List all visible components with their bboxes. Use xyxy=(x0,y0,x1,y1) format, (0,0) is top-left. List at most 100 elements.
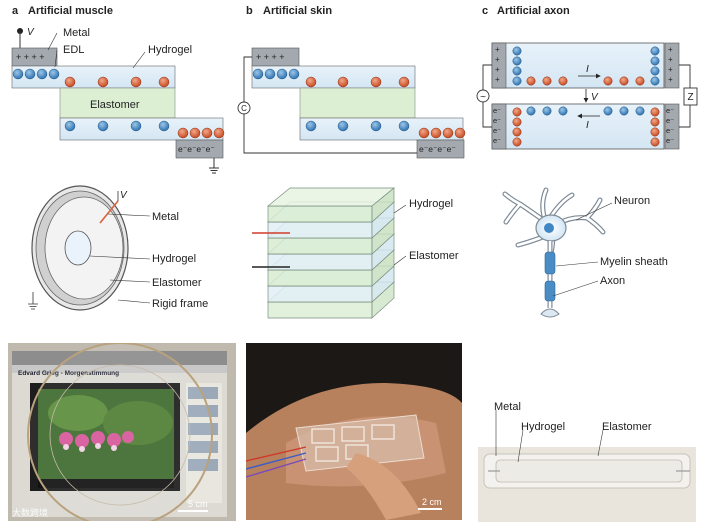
axon-terminal xyxy=(540,308,560,318)
muscle-top-cations xyxy=(64,76,170,88)
muscle-bottom-metal xyxy=(175,139,224,159)
photo-hydrogel-label: Hydrogel xyxy=(521,421,565,433)
muscle-edl-label: EDL xyxy=(63,44,84,56)
svg-text:e⁻: e⁻ xyxy=(666,116,674,125)
photo-metal-label: Metal xyxy=(494,401,521,413)
skin-top-cations xyxy=(305,76,410,88)
screen-video-title: Edvard Grieg - Morgenstimmung xyxy=(18,370,119,377)
skin-elastomer xyxy=(299,87,416,119)
muscle-bottom-anions xyxy=(64,120,170,132)
axon-current-top-label: I xyxy=(586,64,589,75)
ring-metal-wire xyxy=(99,200,119,224)
svg-text:+: + xyxy=(495,55,500,64)
edl-leader xyxy=(54,49,58,68)
svg-text:+: + xyxy=(668,75,673,84)
stack-layer-5 xyxy=(267,301,373,319)
axon-leader xyxy=(552,280,599,297)
ring-hydrogel-label: Hydrogel xyxy=(152,253,196,265)
axon-impedance xyxy=(683,87,698,106)
photo-elastomer-leader xyxy=(597,429,604,457)
muscle-top-hydrogel xyxy=(11,65,176,89)
neuron-label: Neuron xyxy=(614,195,650,207)
muscle-hydrogel-label: Hydrogel xyxy=(148,44,192,56)
axon-photo: Metal Hydrogel Elastomer xyxy=(478,390,696,522)
svg-text:e⁻: e⁻ xyxy=(493,136,501,145)
ring-metal-label: Metal xyxy=(152,211,179,223)
ring-frame-leader xyxy=(117,299,151,304)
muscle-edl-cations xyxy=(177,127,225,139)
skin-bottom-anions xyxy=(305,120,410,132)
stack-hydrogel-leader xyxy=(393,204,407,214)
panel-b-heading: Artificial skin xyxy=(263,5,332,17)
skin-photo: 2 cm xyxy=(246,343,462,520)
ring-hydrogel xyxy=(64,230,92,266)
svg-text:e⁻: e⁻ xyxy=(493,126,501,135)
axon-impedance-label: Z xyxy=(687,92,693,103)
axon-label: Axon xyxy=(600,275,625,287)
svg-text:e⁻: e⁻ xyxy=(666,136,674,145)
muscle-edl-anions xyxy=(12,68,60,80)
axon-current-bottom-label: I xyxy=(586,120,589,131)
skin-bottom-electrons: e⁻e⁻e⁻e⁻ xyxy=(419,144,456,154)
axon-bottom-left-metal xyxy=(491,103,507,150)
muscle-voltage-label: V xyxy=(27,27,35,38)
svg-text:+: + xyxy=(668,65,673,74)
ring-ground-symbol xyxy=(28,303,38,310)
axon-bottom-anions xyxy=(526,106,645,116)
axon-photo-art: Metal Hydrogel Elastomer xyxy=(478,390,696,522)
ring-frame-label: Rigid frame xyxy=(152,298,208,310)
myelin-sheath-2 xyxy=(544,280,556,302)
capacitance-label: C xyxy=(241,104,247,113)
svg-text:+: + xyxy=(495,45,500,54)
ground-symbol xyxy=(209,167,219,174)
myelin-leader xyxy=(555,261,599,267)
axon-top-right-plus: ++++ xyxy=(668,45,673,84)
axon-schematic: ++++ ++++ xyxy=(476,42,698,150)
axon-source-label: ~ xyxy=(480,92,486,103)
muscle-schematic: V + + + + Elastomer e⁻e⁻e⁻e⁻ xyxy=(11,27,225,174)
axon-bottom-left-electrons: e⁻e⁻e⁻e⁻ xyxy=(493,106,501,145)
skin-top-hydrogel xyxy=(251,65,416,89)
svg-text:e⁻: e⁻ xyxy=(493,116,501,125)
ring-hydrogel-leader xyxy=(89,255,151,260)
axon-top-left-anions xyxy=(512,46,522,86)
muscle-elastomer xyxy=(59,87,176,119)
axon-voltage-label: V xyxy=(591,92,599,103)
myelin-label: Myelin sheath xyxy=(600,256,668,268)
svg-text:+: + xyxy=(668,45,673,54)
svg-text:+: + xyxy=(495,75,500,84)
skin-top-plus: + + + + xyxy=(256,52,285,62)
stack-hydrogel-label: Hydrogel xyxy=(409,198,453,210)
axon-top-left-plus: ++++ xyxy=(495,45,500,84)
axon-bottom-right-metal xyxy=(664,103,680,150)
skin-scale-label: 2 cm xyxy=(422,497,442,507)
photo-hydrogel-leader xyxy=(517,429,524,463)
photo-elastomer-label: Elastomer xyxy=(602,421,652,433)
panel-b-title: b Artificial skin xyxy=(246,5,332,17)
skin-photo-art: 2 cm xyxy=(246,343,462,520)
ring-voltage-label: V xyxy=(120,190,128,201)
ring-elastomer-label: Elastomer xyxy=(152,277,202,289)
stack-elastomer-label: Elastomer xyxy=(409,250,459,262)
skin-edl-cations xyxy=(418,127,466,139)
muscle-photo: Edvard Grieg - Morgenstimmung 5 cm 大数跨境 xyxy=(8,343,236,521)
axon-top-right-anions xyxy=(650,46,660,86)
panel-a-heading: Artificial muscle xyxy=(28,5,113,17)
panel-c-heading: Artificial axon xyxy=(497,5,570,17)
skin-layer-stack: Hydrogel Elastomer xyxy=(252,187,459,319)
svg-text:e⁻: e⁻ xyxy=(493,106,501,115)
hydrogel-leader xyxy=(132,51,146,69)
muscle-top-plus: + + + + xyxy=(16,52,45,62)
panel-c-letter: c xyxy=(482,5,488,17)
panel-a-title: a Artificial muscle xyxy=(12,5,113,17)
svg-text:+: + xyxy=(495,65,500,74)
muscle-elastomer-label: Elastomer xyxy=(90,99,140,111)
watermark-text: 大数跨境 xyxy=(12,507,48,519)
axon-top-left-metal xyxy=(491,42,507,89)
svg-text:+: + xyxy=(668,55,673,64)
panel-a-letter: a xyxy=(12,5,19,17)
myelin-sheath-1 xyxy=(544,251,556,275)
axon-bottom-right-cations xyxy=(650,107,660,147)
neuron-nucleus xyxy=(544,223,554,233)
